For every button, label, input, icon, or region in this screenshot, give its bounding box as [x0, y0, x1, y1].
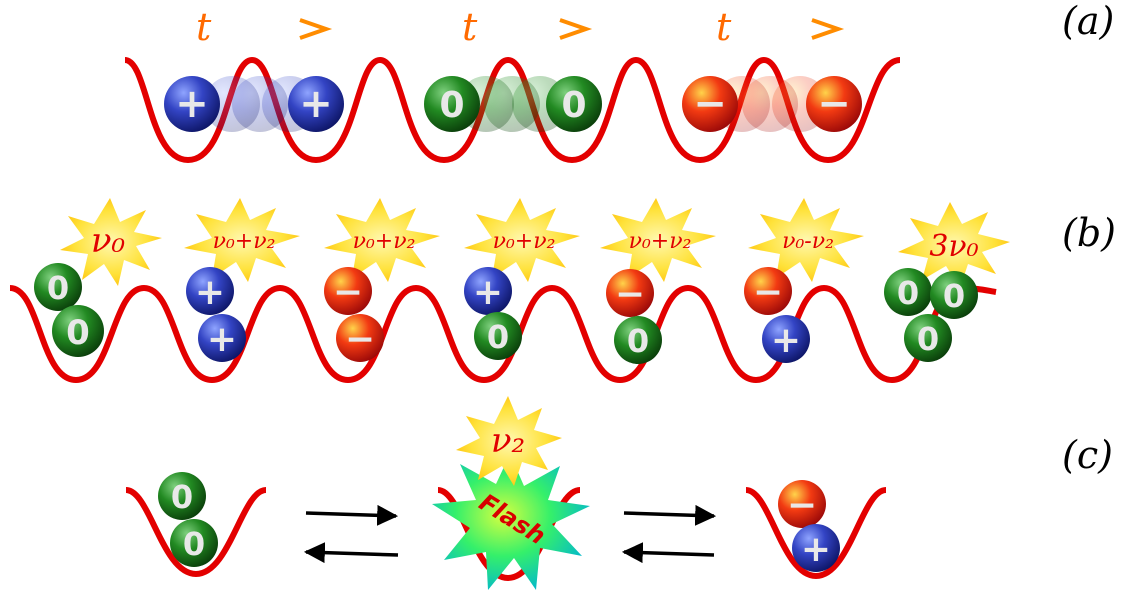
charge-neutral: 0: [439, 85, 464, 126]
frequency-label: ν₀+ν₂: [629, 229, 692, 254]
neutral-particle-hopping: 0 0: [424, 76, 602, 132]
charge-neutral: 0: [917, 320, 939, 358]
plus-particle-hopping: + +: [164, 76, 344, 132]
frequency-burst-2: ν₀+ν₂: [184, 198, 300, 282]
charge-plus: +: [473, 272, 503, 313]
panel-label-c: (c): [1062, 433, 1113, 477]
charge-minus: −: [753, 272, 783, 313]
site-triple-7: 0 0 0: [884, 268, 978, 362]
charge-neutral: 0: [561, 85, 586, 126]
site-pair-5: − 0: [606, 269, 662, 364]
site-pair-1: 0 0: [34, 263, 104, 357]
lattice-potential-b: [9, 284, 997, 384]
frequency-label: ν₀: [91, 221, 126, 261]
charge-plus: +: [801, 529, 831, 570]
flash-burst: Flash: [432, 454, 590, 590]
frequency-label: ν₀+ν₂: [353, 229, 416, 254]
frequency-label: 3ν₀: [929, 229, 978, 264]
panel-c: 0 0 Flash ν₂ − +: [125, 396, 887, 590]
time-arrow-2: t: [462, 5, 593, 49]
time-label: t: [196, 5, 212, 49]
frequency-burst-7: 3ν₀: [898, 202, 1010, 288]
frequency-label: ν₂: [491, 421, 525, 461]
forward-arrow-left: [305, 504, 399, 526]
charge-plus: +: [195, 272, 225, 313]
charge-plus: +: [175, 81, 209, 127]
site-pair-3: − −: [324, 267, 384, 362]
backward-arrow-right: [621, 542, 715, 564]
panel-b: ν₀ ν₀+ν₂ ν₀+ν₂ ν₀+ν₂ ν₀+ν₂ ν₀-ν₂ 3ν₀: [9, 198, 1010, 384]
charge-neutral: 0: [487, 318, 509, 356]
charge-neutral: 0: [183, 525, 205, 563]
frequency-burst-5: ν₀+ν₂: [600, 198, 716, 282]
frequency-label: ν₀-ν₂: [782, 229, 834, 254]
time-label: t: [462, 5, 478, 49]
charge-minus: −: [615, 274, 645, 315]
charge-minus: −: [345, 319, 375, 360]
time-arrow-3: t: [716, 5, 845, 49]
frequency-burst-3: ν₀+ν₂: [324, 198, 440, 282]
charge-plus: +: [299, 81, 333, 127]
frequency-burst-4: ν₀+ν₂: [464, 198, 580, 282]
time-label: t: [716, 5, 732, 49]
frequency-label: ν₀+ν₂: [213, 229, 276, 254]
charge-plus: +: [771, 320, 801, 361]
charge-minus: −: [333, 272, 363, 313]
forward-arrow-right: [623, 504, 717, 526]
charge-neutral: 0: [47, 269, 69, 307]
panel-a: t t t + + 0: [124, 5, 901, 164]
site-pair-4: + 0: [464, 267, 522, 360]
site-pair-2: + +: [186, 267, 246, 362]
backward-arrow-left: [303, 542, 399, 564]
site-pair-6: − +: [744, 267, 810, 363]
charge-neutral: 0: [171, 478, 193, 516]
panel-label-a: (a): [1062, 0, 1114, 43]
frequency-label: ν₀+ν₂: [493, 229, 556, 254]
frequency-burst-1: ν₀: [60, 198, 162, 286]
charge-neutral: 0: [943, 277, 965, 315]
charge-neutral: 0: [66, 313, 90, 353]
single-well-left: [125, 487, 267, 578]
frequency-burst-6: ν₀-ν₂: [748, 198, 864, 282]
single-well-right: [745, 487, 887, 580]
lattice-potential-a: [124, 56, 901, 164]
frequency-burst-c: ν₂: [456, 396, 562, 486]
charge-minus: −: [693, 81, 727, 127]
charge-minus: −: [817, 81, 851, 127]
time-arrow-1: t: [196, 5, 333, 49]
charge-minus: −: [787, 485, 817, 526]
minus-particle-hopping: − −: [682, 76, 862, 132]
charge-neutral: 0: [627, 322, 649, 360]
charge-plus: +: [207, 319, 237, 360]
charge-neutral: 0: [897, 274, 919, 312]
panel-label-b: (b): [1062, 211, 1116, 255]
